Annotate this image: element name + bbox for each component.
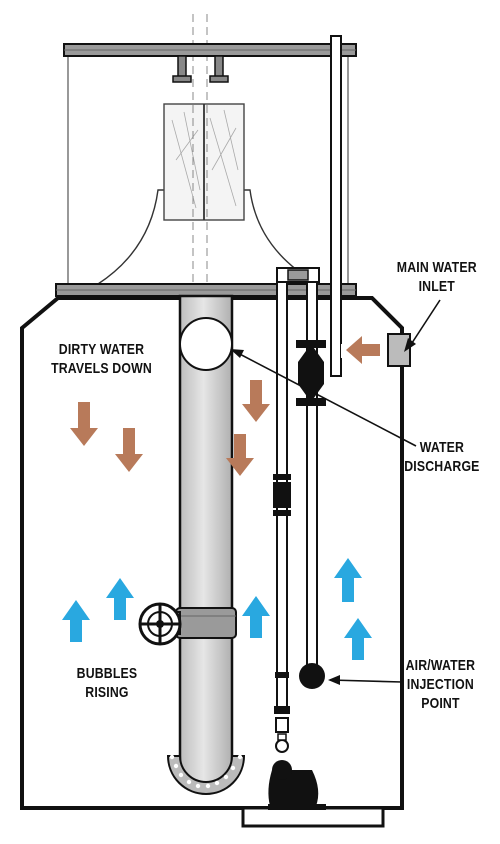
clamp-band — [175, 607, 237, 639]
arrowhead-discharge — [230, 349, 244, 358]
left-arrow-icon — [346, 336, 380, 364]
arrowhead-inlet — [404, 338, 416, 352]
down-arrow-icon — [242, 380, 270, 422]
inline-fittings — [273, 474, 291, 753]
valve-handwheel-icon — [138, 602, 182, 646]
pump-icon — [268, 760, 326, 810]
down-arrow-icon — [115, 428, 143, 472]
label-main-water-inlet: MAIN WATER INLET — [396, 259, 477, 295]
up-arrow-icon — [106, 578, 134, 620]
tank-base — [241, 806, 385, 828]
down-arrows — [70, 336, 380, 476]
top-plate-fittings — [172, 55, 229, 83]
water-inlet-port — [387, 333, 411, 367]
up-arrows — [62, 558, 372, 660]
label-water-discharge: WATER DISCHARGE — [404, 439, 480, 475]
down-arrow-icon — [226, 434, 254, 476]
label-bubbles-rising: BUBBLES RISING — [76, 665, 138, 701]
arrowhead-injection — [328, 675, 340, 685]
collection-cup — [67, 14, 349, 290]
label-dirty-water: DIRTY WATER TRAVELS DOWN — [51, 341, 152, 377]
up-arrow-icon — [62, 600, 90, 642]
injection-ball — [299, 663, 325, 689]
label-injection-point: AIR/WATER INJECTION POINT — [405, 657, 476, 712]
discharge-port — [179, 317, 233, 371]
up-arrow-icon — [334, 558, 362, 602]
callout-lines — [231, 299, 441, 683]
up-arrow-icon — [242, 596, 270, 638]
down-arrow-icon — [70, 402, 98, 446]
u-bend-dots — [169, 754, 243, 789]
outlet-pipe — [330, 35, 342, 377]
up-arrow-icon — [344, 618, 372, 660]
column-u-bend — [166, 755, 246, 795]
